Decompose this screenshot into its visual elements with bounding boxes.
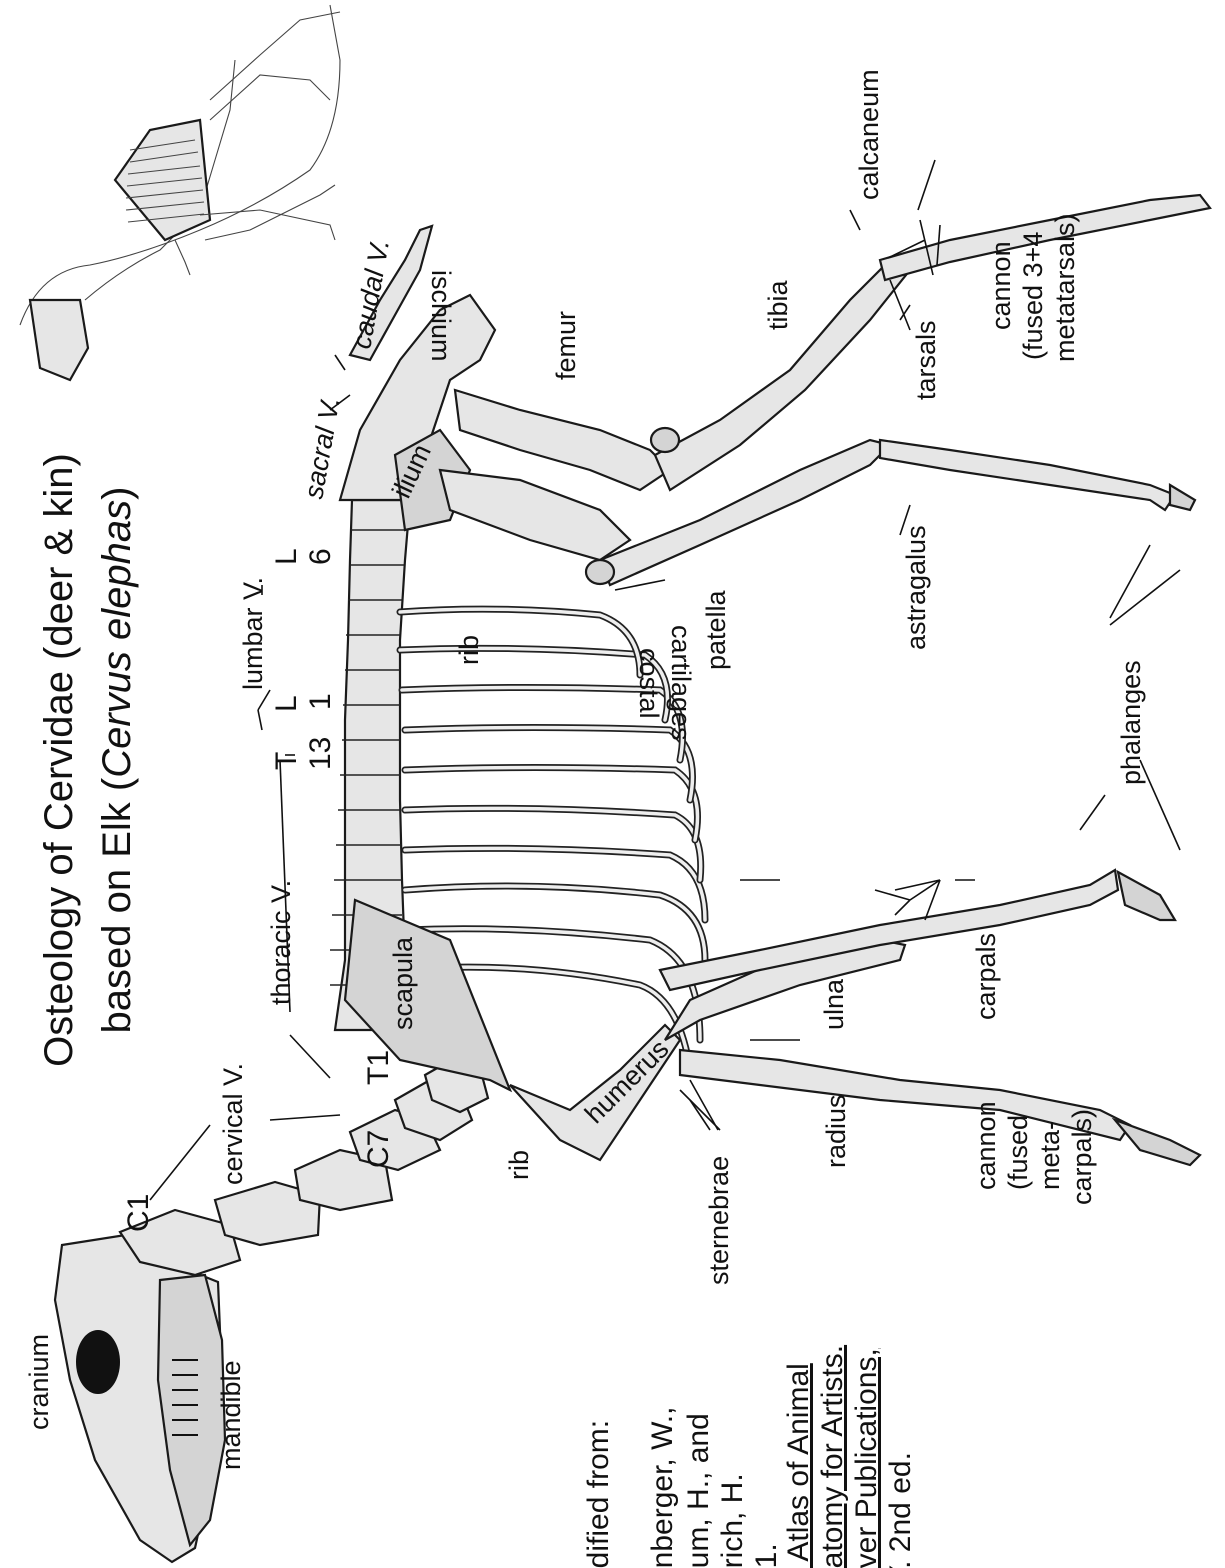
label-tibia: tibia <box>763 279 793 330</box>
title-line-2-suffix: ) <box>95 487 139 500</box>
label-ischium: ischium <box>426 270 456 362</box>
title-line-2: based on Elk (Cervus elephas) <box>95 487 139 1034</box>
label-c1: C1 <box>122 1194 155 1232</box>
label-femur: femur <box>551 311 581 380</box>
label-1: 1 <box>304 693 337 710</box>
label-t1: T1 <box>362 1050 395 1085</box>
label-costal: costal <box>634 648 664 719</box>
label-cannon-fore-1: cannon <box>971 1101 1001 1190</box>
label-sternebrae: sternebrae <box>704 1156 734 1285</box>
citation-line-4: ttrich, H. <box>716 1473 749 1568</box>
label-cannon-hind-1: cannon <box>986 241 1016 330</box>
label-cranium: cranium <box>24 1334 54 1430</box>
label-cannon-hind-3: metatarsals) <box>1050 213 1080 362</box>
citation-line-7: natomy for Artists. <box>816 1345 849 1568</box>
citation-line-3: aum, H., and <box>682 1413 715 1568</box>
label-sacral: sacral V. <box>298 394 345 501</box>
label-t: T <box>270 752 303 770</box>
label-ulna: ulna <box>819 978 849 1030</box>
label-cartilages: cartilages <box>666 625 696 741</box>
cervical-vertebrae <box>120 1058 488 1275</box>
label-cannon-fore-4: carpals) <box>1067 1109 1097 1205</box>
title-block: Osteology of Cervidae (deer & kin) based… <box>37 453 139 1067</box>
skull <box>55 1232 225 1562</box>
label-rib-upper: rib <box>454 635 484 665</box>
citation-line-6: n Atlas of Animal <box>782 1363 815 1568</box>
label-astragalus: astragalus <box>901 525 931 650</box>
label-13: 13 <box>304 737 337 770</box>
label-scapula: scapula <box>388 936 418 1030</box>
citation-line-5: 61. <box>750 1543 783 1568</box>
label-cannon-fore-2: (fused <box>1003 1115 1033 1190</box>
label-l: L <box>270 695 303 712</box>
species-name: Cervus elephas <box>95 500 139 778</box>
label-mandible: mandible <box>216 1360 246 1470</box>
label-cervical: cervical V. <box>218 1063 248 1185</box>
label-phalanges: phalanges <box>1116 660 1146 785</box>
citation-block: odified from: enberger, W., aum, H., and… <box>582 1345 917 1568</box>
label-cannon-fore-3: meta- <box>1035 1121 1065 1190</box>
label-c7: C7 <box>362 1130 395 1168</box>
label-l-6: L <box>270 548 303 565</box>
label-carpals: carpals <box>971 933 1001 1020</box>
label-thoracic: thoracic V. <box>266 880 296 1005</box>
label-patella: patella <box>701 589 731 670</box>
label-calcaneum: calcaneum <box>854 69 884 200</box>
citation-line-1: odified from: <box>582 1420 615 1568</box>
label-cannon-hind-2: (fused 3+4 <box>1018 232 1048 360</box>
title-line-2-prefix: based on Elk ( <box>95 777 139 1033</box>
label-radius: radius <box>821 1094 851 1168</box>
label-lumbar: lumbar V. <box>238 577 268 690</box>
thumbnail-skeleton <box>20 5 340 380</box>
citation-line-8: over Publications, <box>850 1348 883 1568</box>
label-rib-lower: rib <box>504 1150 534 1180</box>
citation-line-9: Y. 2nd ed. <box>884 1452 917 1568</box>
label-tarsals: tarsals <box>911 320 941 400</box>
label-6: 6 <box>304 548 337 565</box>
title-line-1: Osteology of Cervidae (deer & kin) <box>37 453 81 1067</box>
citation-line-2: enberger, W., <box>646 1407 679 1568</box>
hindlimbs <box>440 195 1210 585</box>
